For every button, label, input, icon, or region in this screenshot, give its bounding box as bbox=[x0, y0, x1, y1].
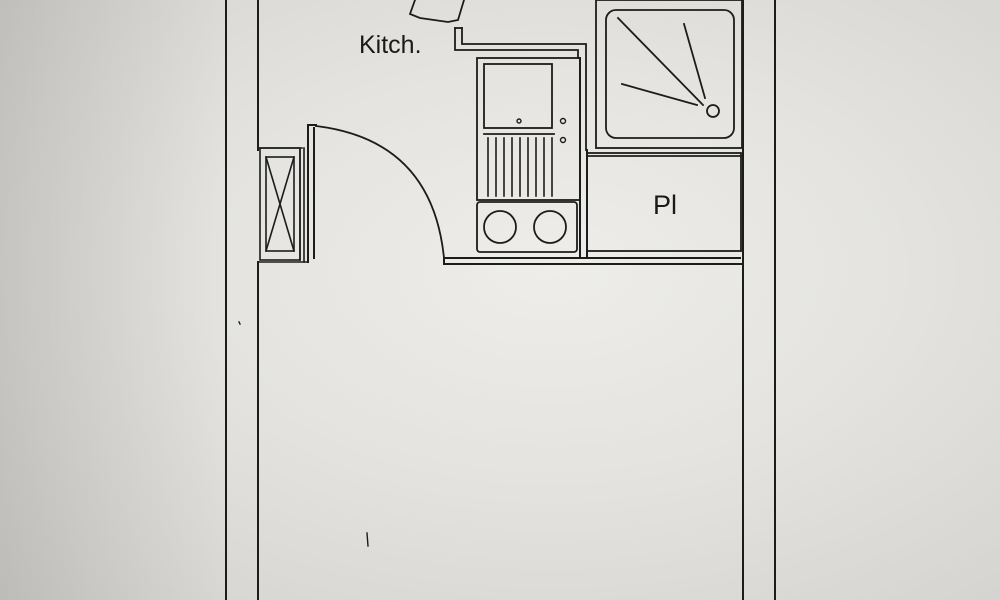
kitchen-top-wall bbox=[408, 0, 587, 151]
placard-cupboard bbox=[586, 152, 742, 252]
shower-tray bbox=[595, 0, 743, 149]
dishwasher-grille bbox=[487, 137, 553, 197]
door-swing bbox=[307, 124, 445, 263]
hob-burners bbox=[476, 201, 578, 253]
kitchen-label: Kitch. bbox=[359, 31, 422, 59]
wall-right bbox=[742, 0, 776, 600]
wall-left bbox=[225, 0, 259, 600]
window-left bbox=[257, 147, 309, 263]
paper-shadow bbox=[0, 0, 230, 600]
kitchen-partition bbox=[443, 57, 744, 265]
fridge-unit bbox=[476, 57, 581, 201]
placard-label: Pl bbox=[653, 190, 677, 220]
paper-marks bbox=[238, 321, 369, 547]
